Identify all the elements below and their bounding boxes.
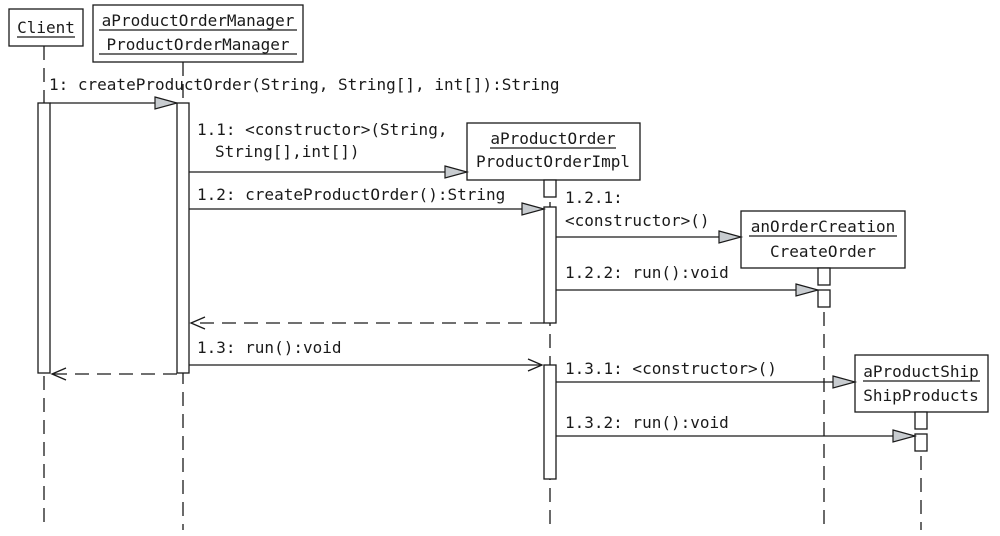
creation-activation-run <box>817 289 831 308</box>
manager-object: aProductOrderManager ProductOrderManager <box>92 4 304 63</box>
client-activation <box>37 102 51 374</box>
message-1-2-2: 1.2.2: run():void <box>556 263 821 297</box>
ship-object-name: aProductShip <box>863 362 979 381</box>
message-1-1: 1.1: <constructor>(String, String[],int[… <box>189 120 470 179</box>
message-1-2-1: 1.2.1: <constructor>() <box>556 188 744 244</box>
client-object-name: Client <box>17 18 75 37</box>
order-object: aProductOrder ProductOrderImpl <box>466 122 641 181</box>
message-1-2-label: 1.2: createProductOrder():String <box>197 185 505 204</box>
manager-activation <box>176 102 190 374</box>
message-1-3-1: 1.3.1: <constructor>() <box>556 359 858 389</box>
message-1-3-2-label: 1.3.2: run():void <box>565 413 729 432</box>
client-object: Client <box>8 8 84 47</box>
ship-activation-ctor <box>914 411 928 430</box>
order-object-type: ProductOrderImpl <box>476 152 630 171</box>
creation-object-name: anOrderCreation <box>751 217 896 236</box>
message-1-label: 1: createProductOrder(String, String[], … <box>49 75 560 94</box>
message-1-3-2: 1.3.2: run():void <box>556 413 918 443</box>
return-1 <box>50 367 177 381</box>
ship-object: aProductShip ShipProducts <box>854 354 989 413</box>
message-1-1-label-line1: 1.1: <constructor>(String, <box>197 120 447 139</box>
return-1-2 <box>189 316 544 330</box>
creation-object-type: CreateOrder <box>770 242 876 261</box>
order-activation-create <box>543 206 557 324</box>
message-1-3-label: 1.3: run():void <box>197 338 342 357</box>
order-object-name: aProductOrder <box>490 129 616 148</box>
message-1: 1: createProductOrder(String, String[], … <box>49 75 560 110</box>
message-1-1-label-line2: String[],int[]) <box>215 142 360 161</box>
order-activation-run <box>543 364 557 480</box>
ship-object-type: ShipProducts <box>863 386 979 405</box>
message-1-2-1-label-line1: 1.2.1: <box>565 188 623 207</box>
message-1-3: 1.3: run():void <box>189 338 544 372</box>
message-1-3-1-label: 1.3.1: <constructor>() <box>565 359 777 378</box>
creation-object: anOrderCreation CreateOrder <box>740 210 906 269</box>
order-activation-ctor <box>543 179 557 198</box>
message-1-2-1-label-line2: <constructor>() <box>565 211 710 230</box>
manager-object-type: ProductOrderManager <box>106 35 289 54</box>
message-1-2-2-label: 1.2.2: run():void <box>565 263 729 282</box>
message-1-2: 1.2: createProductOrder():String <box>189 185 547 216</box>
creation-activation-ctor <box>817 267 831 286</box>
manager-object-name: aProductOrderManager <box>102 11 295 30</box>
ship-activation-run <box>914 433 928 452</box>
